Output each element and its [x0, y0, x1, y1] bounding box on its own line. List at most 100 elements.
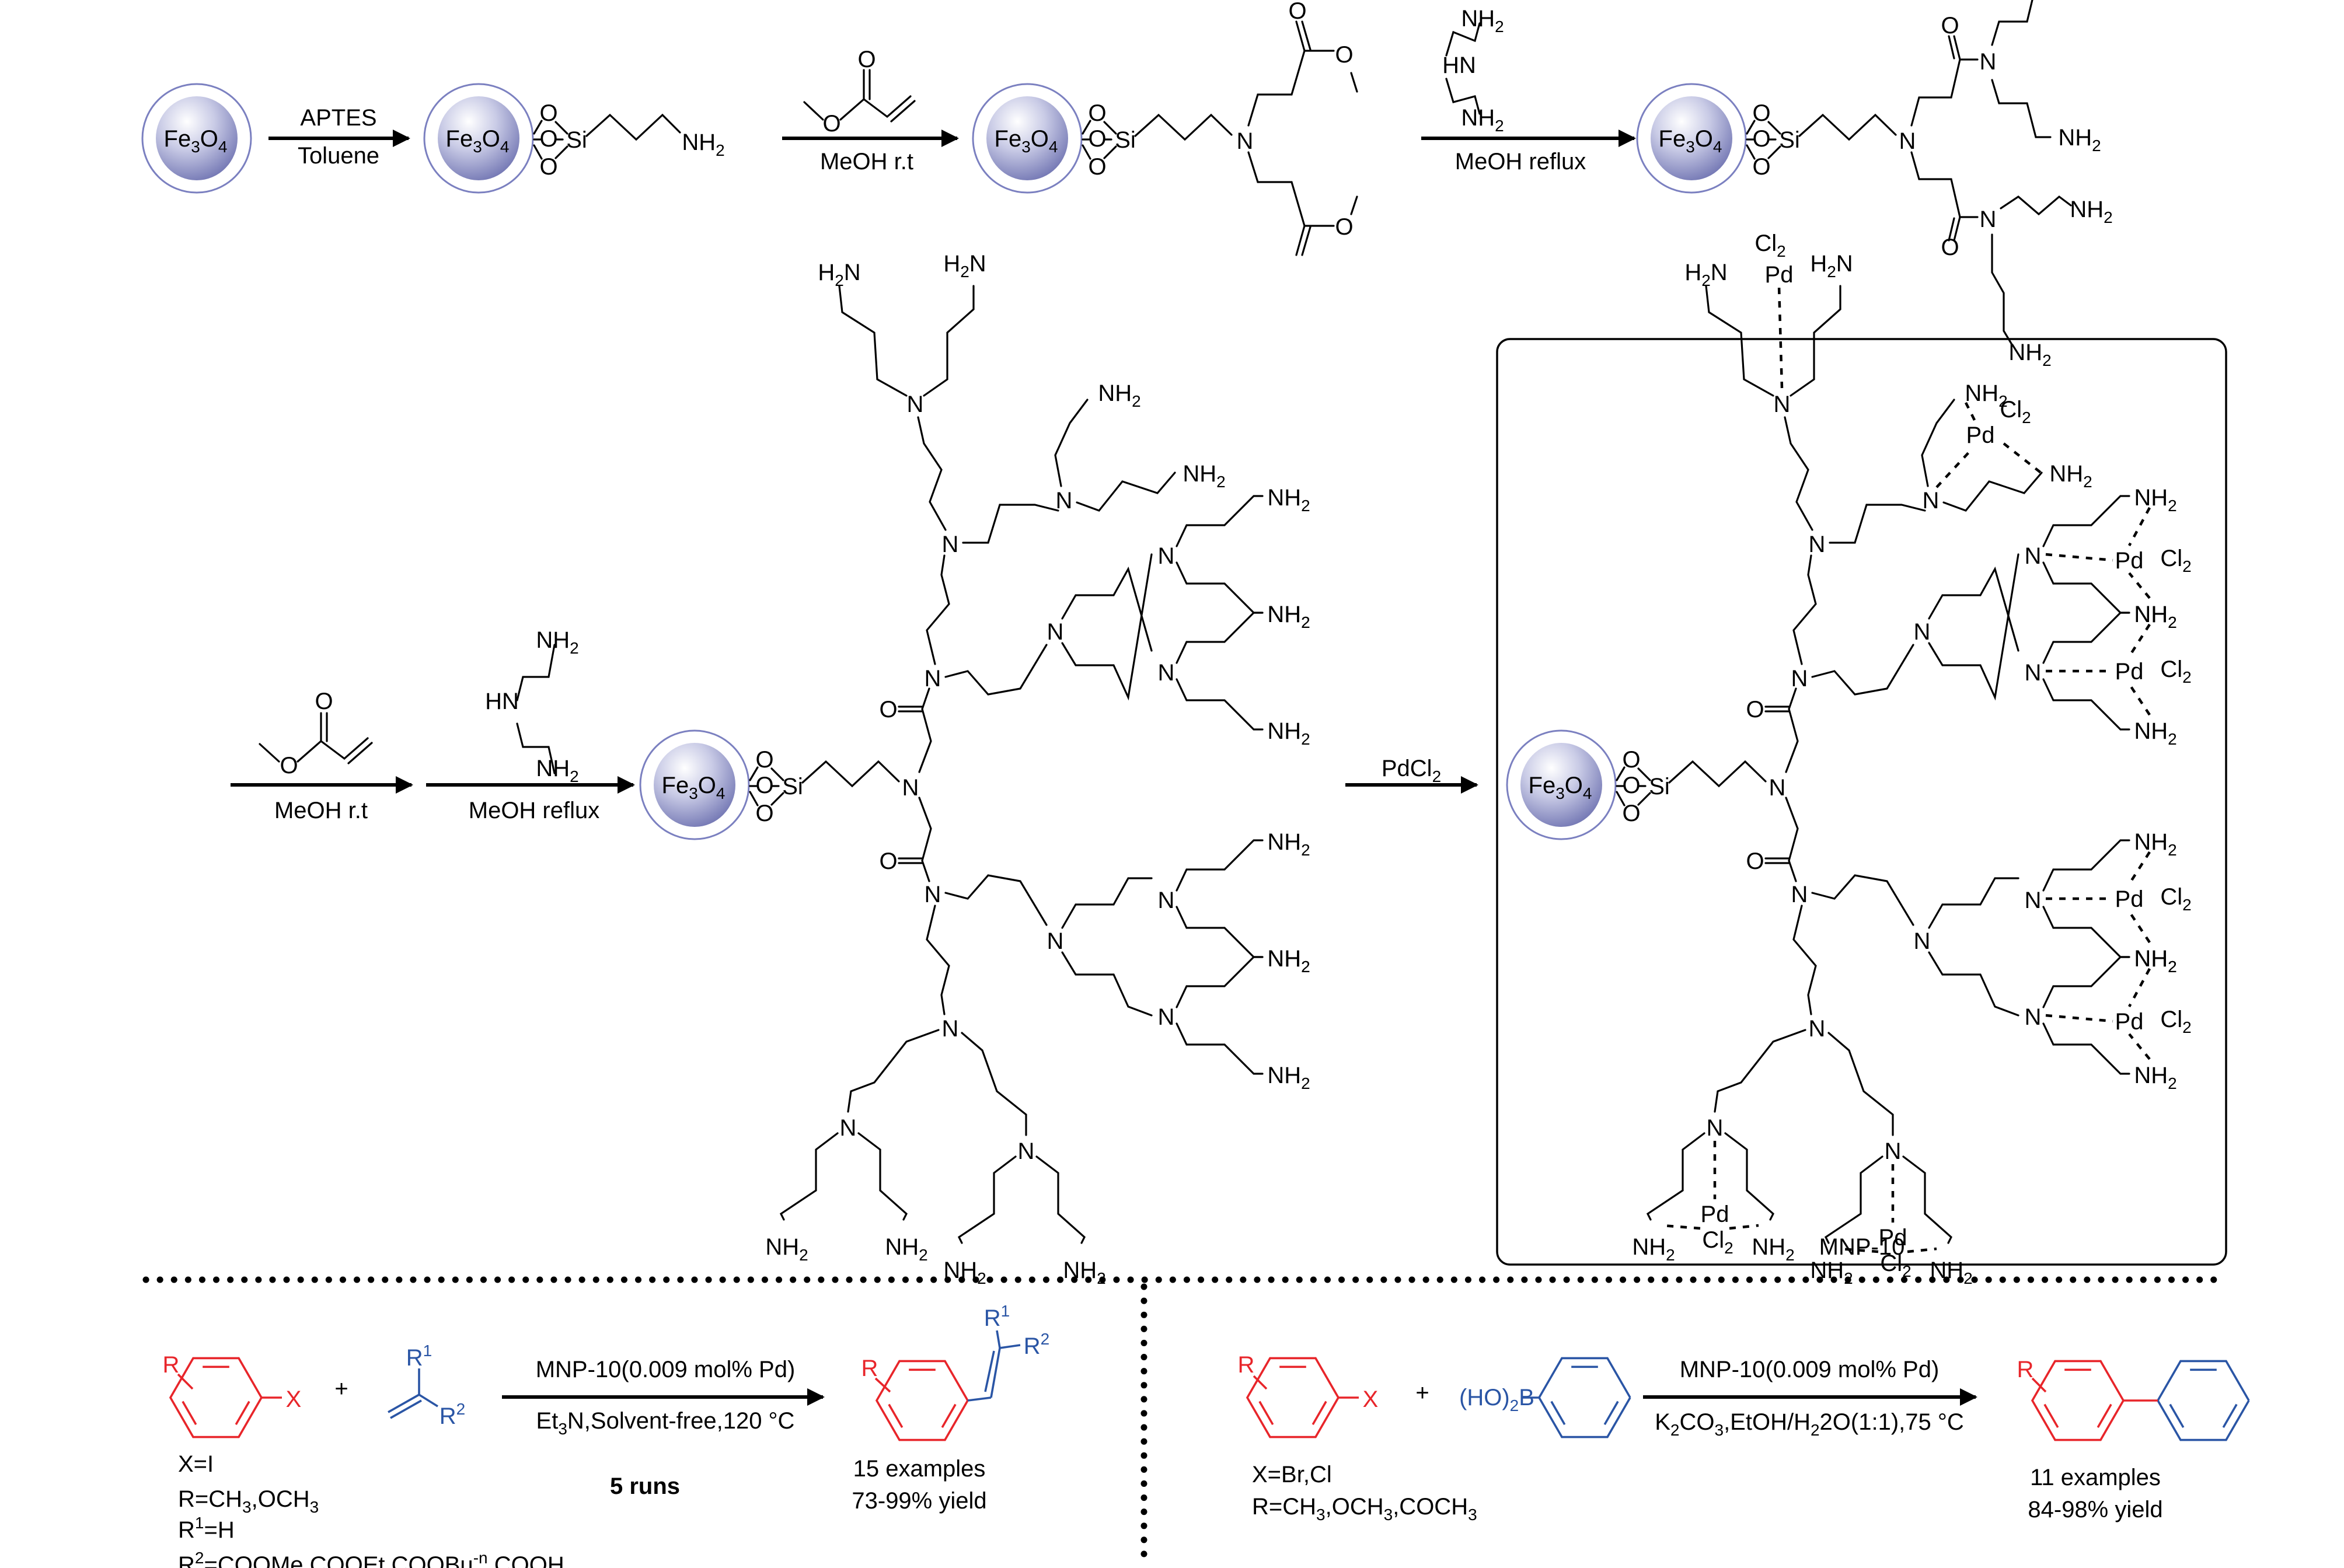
oxygen-label: O — [1941, 235, 1959, 260]
oxygen-label: O — [1088, 154, 1106, 180]
bond — [388, 1394, 420, 1413]
bond — [1714, 1029, 1806, 1113]
amine-label: NH2 — [1810, 1258, 1853, 1287]
fe3o4-particle-ester: Fe3O4 — [972, 83, 1083, 194]
chloride-label: Cl2 — [2000, 397, 2031, 427]
oxygen-label: O — [1746, 697, 1764, 722]
nitrogen-label: N — [925, 666, 941, 692]
bond — [1350, 195, 1358, 215]
amine-label: NH2 — [2134, 946, 2176, 976]
amine-label: NH2 — [2134, 829, 2176, 859]
nitrogen-label: N — [1809, 1016, 1826, 1042]
propyl-linker — [1668, 760, 1767, 788]
bond — [967, 1396, 992, 1402]
fe3o4-particle-amide: Fe3O4 — [1636, 83, 1747, 194]
bond — [944, 874, 1048, 926]
coordination-bond — [2128, 683, 2151, 716]
bond — [1103, 121, 1117, 135]
bond — [1953, 216, 1961, 242]
bond — [1295, 225, 1306, 256]
oxygen-label: O — [755, 773, 773, 798]
amine-label: NH2 — [682, 130, 724, 159]
bond — [418, 1394, 438, 1408]
oxygen-label: O — [280, 753, 298, 778]
nitrogen-label: N — [1980, 207, 1997, 232]
substituent-label: R1 — [984, 1302, 1010, 1331]
nitrogen-label: N — [1158, 1004, 1175, 1030]
bond — [1247, 151, 1335, 227]
bond — [779, 1132, 839, 1221]
propyl-linker — [801, 760, 900, 788]
amine-label: H2N — [818, 260, 860, 289]
benzene-ring — [2031, 1360, 2125, 1441]
bond — [1784, 416, 1813, 531]
amine-label: NH2 — [1183, 461, 1225, 491]
heck-yield: 73-99% yield — [852, 1488, 986, 1514]
double-bond — [1550, 1401, 1566, 1426]
palladium-label: Pd — [2115, 1009, 2144, 1035]
plus-sign: + — [334, 1376, 348, 1402]
bond — [533, 120, 543, 135]
palladium-label: Pd — [2115, 548, 2144, 574]
bond — [918, 708, 932, 773]
nitrogen-label: N — [1980, 49, 1997, 75]
bond — [999, 1344, 1021, 1349]
double-bond — [1603, 1401, 1619, 1426]
amine-label: NH2 — [1267, 485, 1310, 515]
bond — [1176, 839, 1264, 892]
step1-arrow-group: APTES Toluene — [268, 105, 410, 169]
particle-shell — [1506, 729, 1617, 840]
particle-shell — [423, 83, 534, 194]
amine-label: HN — [1442, 53, 1476, 78]
amine-label: NH2 — [2058, 125, 2101, 155]
bond — [1767, 145, 1781, 159]
nitrogen-label: N — [1885, 1139, 1902, 1164]
oxygen-label: O — [879, 697, 897, 722]
bond — [1746, 120, 1756, 135]
bond — [2042, 839, 2130, 892]
amine-label: NH2 — [1461, 6, 1504, 36]
double-bond — [1311, 1401, 1327, 1426]
oxygen-label: O — [1335, 214, 1353, 240]
amine-label: H2N — [1684, 260, 1727, 289]
amine-label: NH2 — [536, 756, 578, 785]
nitrogen-label: N — [1018, 1139, 1035, 1164]
bond — [838, 285, 908, 397]
nitrogen-label: N — [2025, 888, 2042, 913]
amine-label: NH2 — [2134, 1063, 2176, 1092]
silicon-label: Si — [1779, 127, 1800, 153]
chloride-label: Cl2 — [2160, 546, 2191, 575]
coordination-bond — [2128, 572, 2151, 599]
bond — [1061, 877, 1153, 929]
bond — [857, 1132, 908, 1221]
methyl-acrylate-icon: OO — [803, 47, 916, 137]
particle-formula: Fe3O4 — [662, 773, 725, 802]
bond — [1928, 877, 2019, 929]
chloride-label: Cl2 — [1702, 1227, 1733, 1257]
step4-condition-b: MeOH reflux — [469, 798, 600, 823]
coordination-bond — [2045, 1014, 2113, 1023]
bond — [890, 100, 916, 123]
oxygen-label: O — [1752, 126, 1770, 152]
bond — [847, 1029, 940, 1113]
amine-label: NH2 — [1098, 380, 1140, 410]
step3-arrow-group: MeOH reflux — [1421, 130, 1636, 174]
particle-shell — [639, 729, 750, 840]
coordination-bond — [2128, 910, 2151, 944]
amine-label: NH2 — [2134, 946, 2176, 976]
particle-formula: Fe3O4 — [446, 126, 510, 156]
double-bond — [888, 1403, 904, 1429]
bond — [918, 797, 932, 862]
chloride-label: Cl2 — [2160, 656, 2191, 686]
nitrogen-label: N — [1923, 488, 1940, 514]
particle-core — [438, 96, 519, 180]
palladium-label: Pd — [2115, 886, 2144, 912]
nitrogen-label: N — [1809, 532, 1826, 557]
bond — [1948, 217, 1955, 242]
bond — [1792, 554, 1817, 665]
nitrogen-label: N — [2025, 1004, 2042, 1030]
amine-label: NH2 — [943, 1258, 986, 1287]
